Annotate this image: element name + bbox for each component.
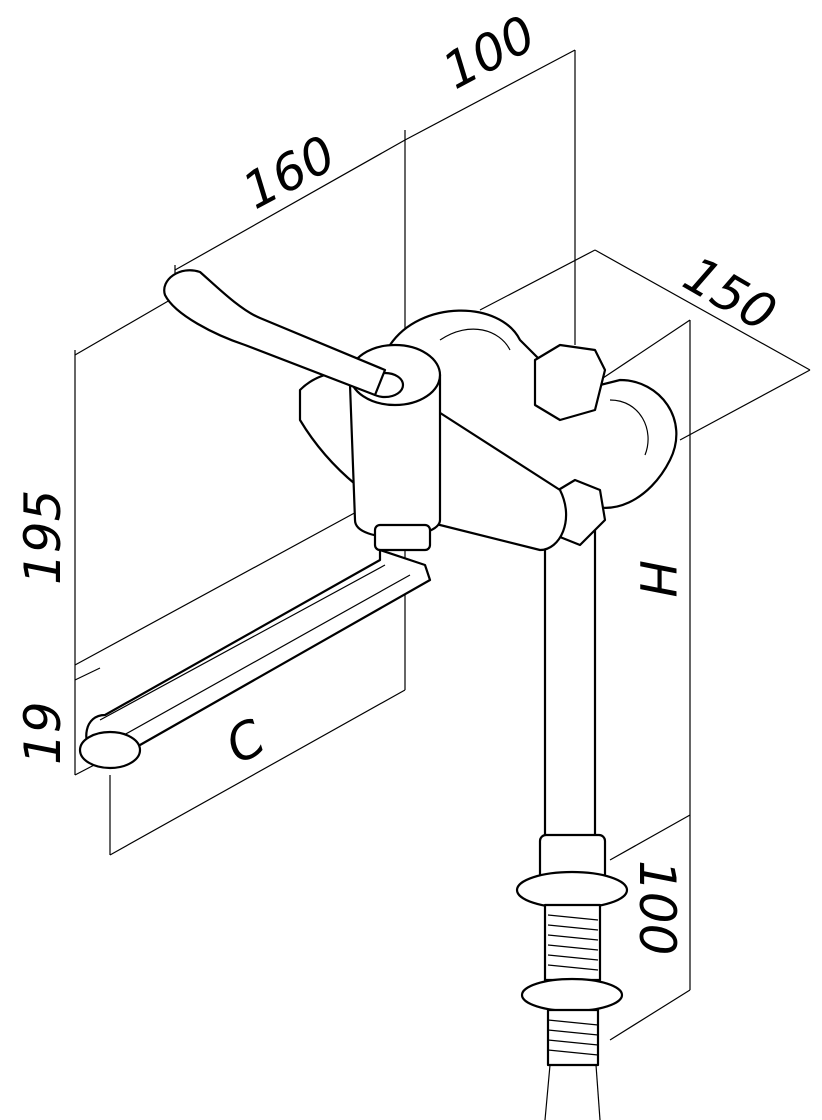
dim-label-thread-length: 100 bbox=[628, 860, 686, 955]
dim-label-pillar-height: H bbox=[628, 560, 686, 598]
dim-label-top-offset: 100 bbox=[433, 5, 544, 101]
dimension-lines bbox=[74, 49, 811, 1041]
spout bbox=[78, 548, 432, 770]
dim-label-height-spout: 195 bbox=[14, 490, 72, 585]
dim-label-spout-reach: C bbox=[216, 708, 274, 776]
thread bbox=[547, 914, 599, 1056]
dim-label-spout-outlet: 19 bbox=[14, 701, 72, 765]
dim-label-depth: 150 bbox=[674, 245, 786, 343]
dim-label-lever-length: 160 bbox=[233, 125, 344, 221]
lever-handle bbox=[163, 269, 387, 397]
